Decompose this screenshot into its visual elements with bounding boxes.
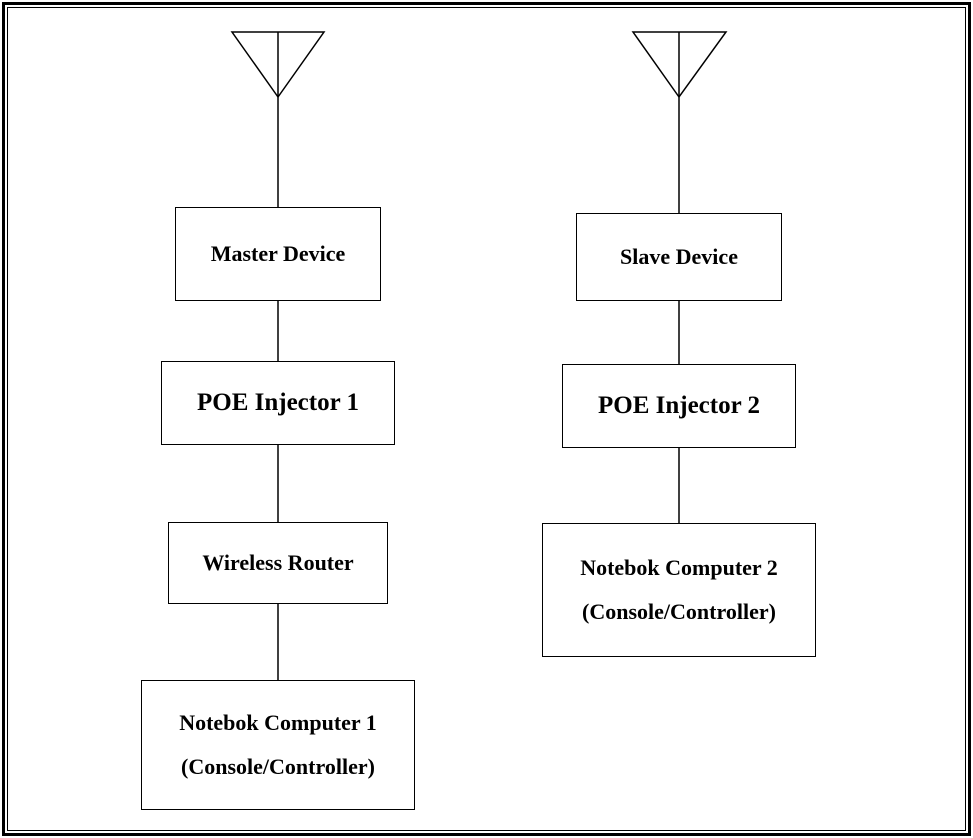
antenna-icon-slave <box>631 31 728 99</box>
wireless-router-label: Wireless Router <box>202 550 354 575</box>
slave-device-label: Slave Device <box>620 244 738 269</box>
notebook-computer-1-box: Notebok Computer 1 (Console/Controller) <box>141 680 415 810</box>
poe-injector-2-box: POE Injector 2 <box>562 364 796 448</box>
antenna-icon-master <box>230 31 326 99</box>
poe-injector-1-label: POE Injector 1 <box>196 389 359 416</box>
notebook-computer-1-label: Notebok Computer 1 <box>179 710 377 735</box>
poe-injector-1-box: POE Injector 1 <box>161 361 395 445</box>
notebook-computer-1-role: (Console/Controller) <box>181 754 375 779</box>
notebook-computer-2-role: (Console/Controller) <box>582 599 776 624</box>
slave-device-box: Slave Device <box>576 213 782 301</box>
poe-injector-2-label: POE Injector 2 <box>597 392 760 419</box>
wireless-router-box: Wireless Router <box>168 522 388 604</box>
inner-border <box>7 7 966 831</box>
notebook-computer-2-label: Notebok Computer 2 <box>580 555 778 580</box>
notebook-computer-2-box: Notebok Computer 2 (Console/Controller) <box>542 523 816 657</box>
master-device-label: Master Device <box>210 241 346 266</box>
master-device-box: Master Device <box>175 207 381 301</box>
